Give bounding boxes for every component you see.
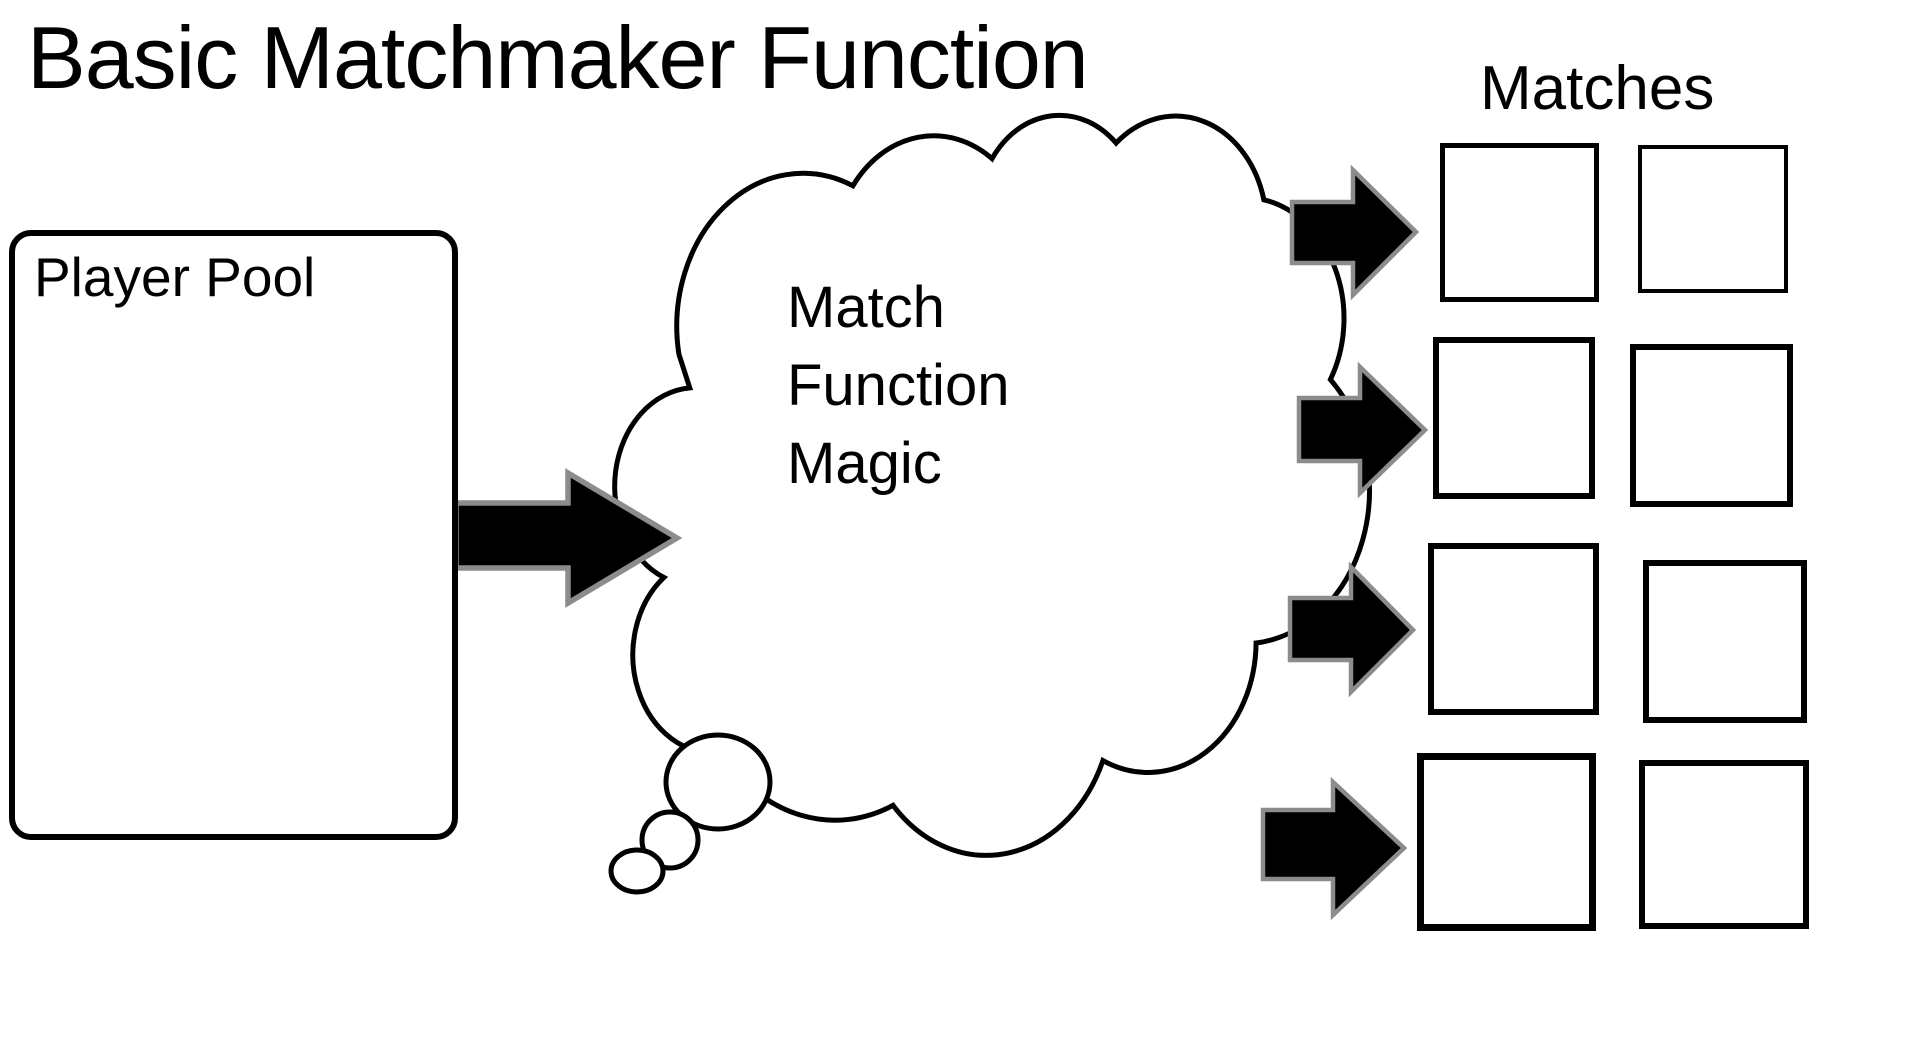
input-arrow-icon bbox=[453, 468, 683, 608]
player-pool-box: Player Pool bbox=[9, 230, 458, 840]
cloud-label-line-1: Match bbox=[787, 275, 945, 340]
cloud-label-line-2: Function bbox=[787, 353, 1010, 418]
match-slot-row4-a bbox=[1417, 753, 1596, 931]
matches-label: Matches bbox=[1480, 54, 1715, 123]
match-arrow-icon-1 bbox=[1289, 164, 1420, 301]
thought-cloud-icon bbox=[608, 115, 1369, 895]
match-slot-row1-b bbox=[1638, 145, 1788, 293]
match-slot-row3-b bbox=[1643, 560, 1807, 723]
match-arrow-icon-2 bbox=[1296, 361, 1429, 499]
thought-tail-bubble-large bbox=[663, 732, 773, 832]
thought-tail-bubble-small bbox=[608, 847, 666, 895]
match-slot-row3-a bbox=[1428, 543, 1599, 715]
page-title: Basic Matchmaker Function bbox=[27, 8, 1089, 107]
match-arrow-icon-3 bbox=[1287, 561, 1417, 698]
match-slot-row1-a bbox=[1440, 143, 1599, 302]
player-pool-label: Player Pool bbox=[34, 246, 316, 308]
match-slot-row2-b bbox=[1630, 344, 1793, 507]
match-slot-row2-a bbox=[1433, 337, 1595, 499]
match-arrow-icon-4 bbox=[1260, 776, 1408, 921]
cloud-label-line-3: Magic bbox=[787, 431, 942, 496]
cloud-label: Match Function Magic bbox=[787, 269, 1009, 503]
match-slot-row4-b bbox=[1639, 760, 1809, 929]
